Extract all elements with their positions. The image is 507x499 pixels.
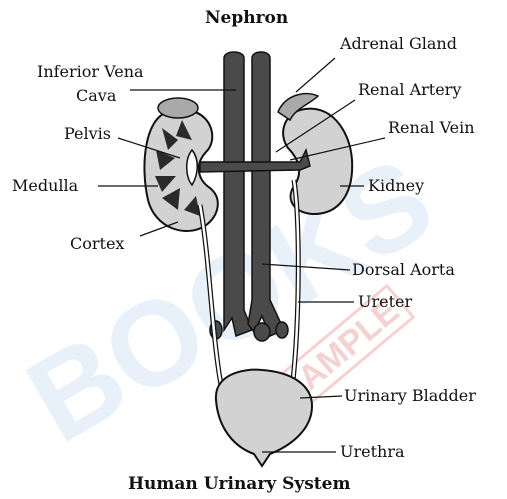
left-ureter-inner — [200, 205, 222, 390]
label-renal-artery: Renal Artery — [358, 82, 461, 98]
label-medulla: Medulla — [12, 178, 78, 194]
label-adrenal-gland: Adrenal Gland — [340, 36, 457, 52]
label-dorsal-aorta: Dorsal Aorta — [352, 262, 455, 278]
label-urethra: Urethra — [340, 444, 405, 460]
label-urinary-bladder: Urinary Bladder — [344, 388, 476, 404]
label-kidney: Kidney — [368, 178, 424, 194]
inferior-vena-cava — [224, 52, 252, 336]
label-renal-vein: Renal Vein — [388, 120, 475, 136]
left-adrenal-gland — [158, 98, 198, 118]
diagram-caption: Human Urinary System — [128, 476, 350, 493]
label-ureter: Ureter — [358, 294, 412, 310]
dorsal-aorta — [248, 52, 284, 336]
label-pelvis: Pelvis — [64, 126, 111, 142]
label-inferior-vena-cava-line1: Inferior Vena — [37, 64, 144, 80]
label-cortex: Cortex — [70, 236, 124, 252]
label-inferior-vena-cava-line2: Cava — [76, 88, 116, 104]
diagram-title: Nephron — [205, 10, 288, 27]
